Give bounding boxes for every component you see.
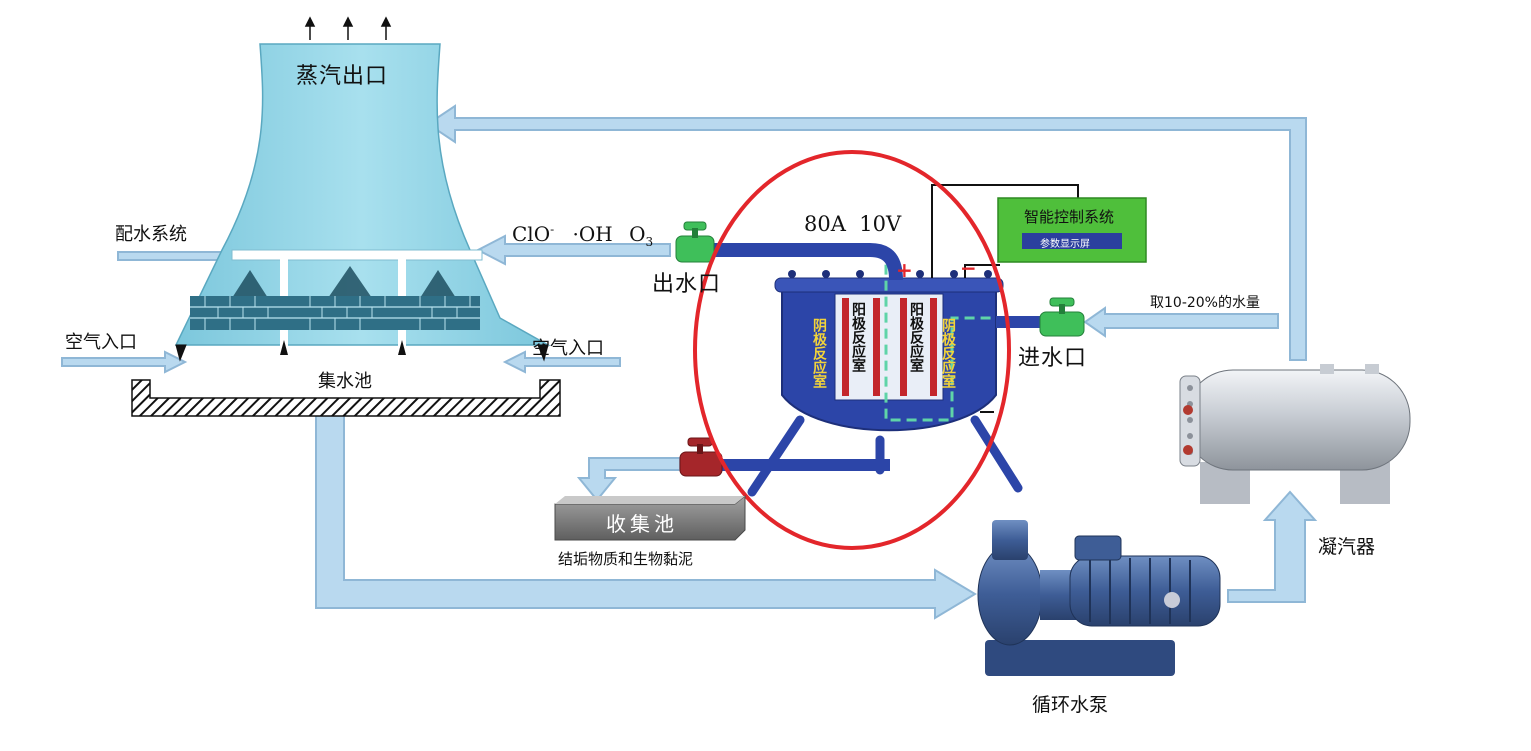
outlet-pipe bbox=[475, 234, 671, 266]
valve-green-icon bbox=[1039, 297, 1085, 337]
return-pipe-top bbox=[426, 104, 1307, 361]
circulating-pump-label: 循环水泵 bbox=[1032, 694, 1109, 716]
air-inlet-arrow-right bbox=[502, 350, 621, 374]
minus-terminal: − bbox=[960, 256, 977, 280]
sampling-label: 取10-20%的水量 bbox=[1150, 295, 1260, 311]
pump-icon bbox=[977, 520, 1221, 676]
basin-to-pump-pipe bbox=[315, 414, 977, 620]
sampling-pipe bbox=[1083, 306, 1279, 338]
pipe-network bbox=[61, 104, 1318, 620]
heat-exchanger-icon bbox=[1179, 364, 1411, 504]
fill-media bbox=[190, 296, 480, 330]
chem-o: O bbox=[629, 222, 646, 246]
chemical-species-label: ClO- ·OH O3 bbox=[512, 222, 653, 249]
steam-outlet-label: 蒸汽出口 bbox=[296, 64, 389, 89]
air-inlet-left-label: 空气入口 bbox=[65, 332, 137, 353]
highlight-ring bbox=[693, 150, 1011, 550]
cooling-tower bbox=[131, 16, 561, 417]
chem-oh: ·OH bbox=[572, 222, 613, 246]
chem-o-sub: 3 bbox=[645, 235, 654, 249]
valve-red-icon bbox=[679, 437, 723, 477]
collection-tank-label: 收集池 bbox=[606, 512, 678, 536]
collection-tank bbox=[554, 494, 746, 541]
steam-arrows bbox=[304, 16, 392, 40]
chem-clo: ClO bbox=[512, 222, 551, 246]
control-system-title: 智能控制系统 bbox=[1024, 208, 1115, 226]
plus-terminal: + bbox=[896, 258, 913, 282]
cathode-chamber-right: 阴极反应室 bbox=[940, 318, 956, 388]
collecting-basin-label: 集水池 bbox=[318, 371, 372, 392]
inlet-label: 进水口 bbox=[1018, 346, 1088, 371]
pump-to-condenser-pipe bbox=[1227, 490, 1318, 603]
anode-chamber-left: 阳极反应室 bbox=[850, 302, 866, 372]
scale-sludge-label: 结垢物质和生物黏泥 bbox=[558, 550, 694, 568]
tower-body bbox=[174, 43, 551, 346]
distribution-inflow bbox=[117, 251, 231, 261]
control-system-display: 参数显示屏 bbox=[1040, 239, 1090, 250]
outlet-label: 出水口 bbox=[652, 272, 722, 297]
water-distribution-label: 配水系统 bbox=[115, 224, 187, 245]
drain-pipe bbox=[576, 457, 681, 502]
control-system-box bbox=[997, 197, 1147, 263]
electrolytic-reactor bbox=[700, 184, 1079, 497]
chem-clo-charge: - bbox=[550, 222, 555, 237]
valve-green-icon bbox=[675, 221, 715, 263]
spray-nozzles bbox=[232, 266, 456, 298]
cathode-chamber-left: 阴极反应室 bbox=[811, 318, 827, 388]
current-voltage-label: 80A 10V bbox=[804, 212, 902, 236]
air-inlet-arrow-left bbox=[61, 350, 188, 374]
collecting-basin bbox=[131, 379, 561, 417]
condenser-label: 凝汽器 bbox=[1318, 536, 1376, 558]
anode-chamber-right: 阳极反应室 bbox=[908, 302, 924, 372]
distribution-header bbox=[231, 249, 483, 261]
air-inlet-right-label: 空气入口 bbox=[532, 338, 604, 359]
